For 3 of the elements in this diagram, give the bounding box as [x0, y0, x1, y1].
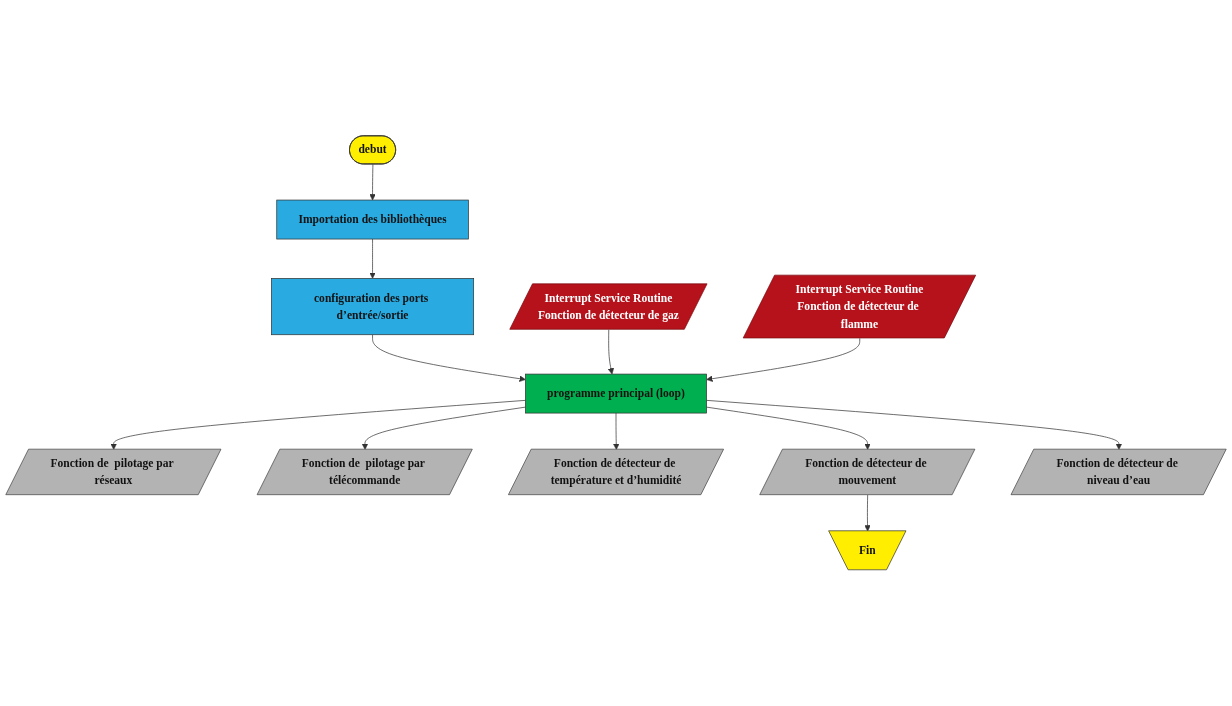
node-box: configuration des ports d’entrée/sortie	[271, 278, 475, 336]
node-box: Importation des bibliothèques	[276, 199, 469, 240]
node-box: programme principal (loop)	[525, 373, 707, 414]
